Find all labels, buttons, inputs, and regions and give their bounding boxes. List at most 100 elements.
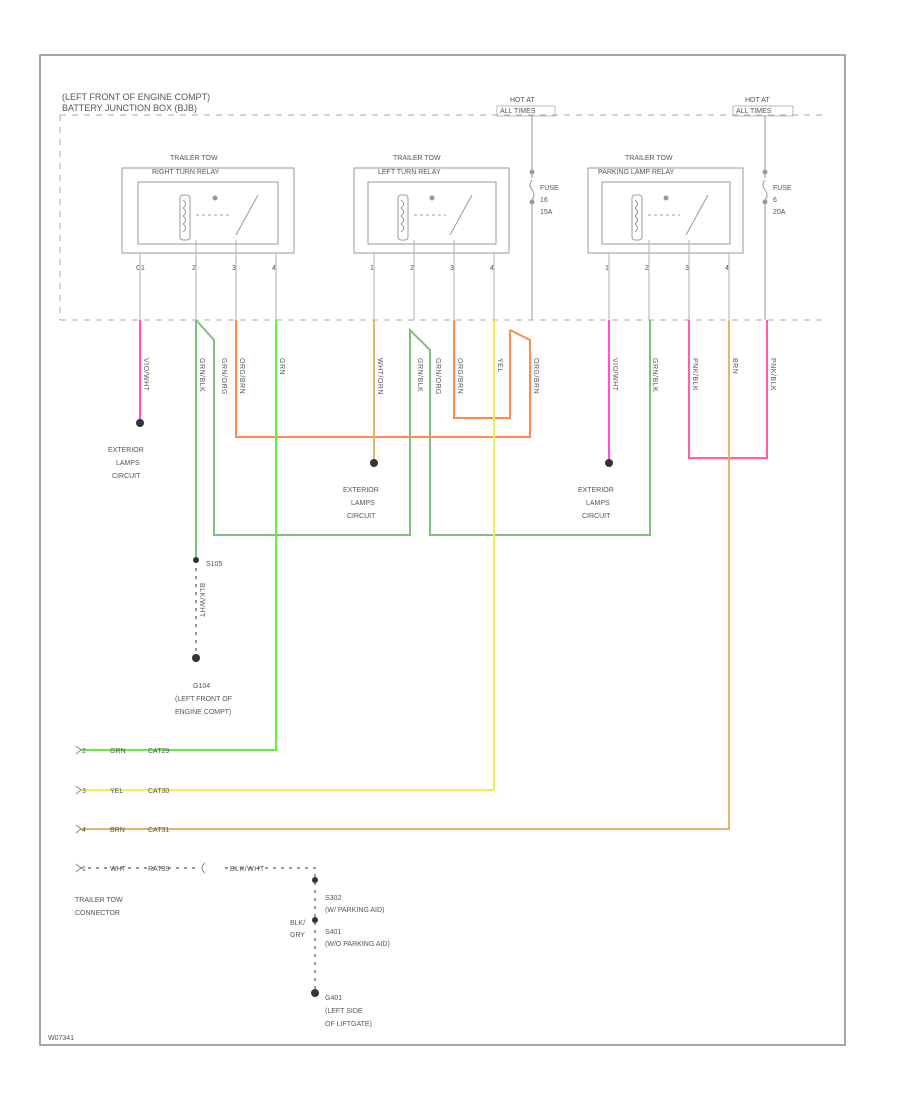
footer-code: W07341 — [48, 1035, 74, 1042]
fuse-6-line1: FUSE — [773, 185, 792, 192]
g401-line1: G401 — [325, 995, 342, 1002]
relay-parking-line1: TRAILER TOW — [625, 155, 673, 162]
connector-row-3: 4 BRN CAT31 — [82, 827, 169, 834]
s401-desc: (W/O PARKING AID) — [325, 941, 390, 948]
pin-l1: 1 — [370, 265, 374, 272]
pin-p3: 3 — [685, 265, 689, 272]
junction-box-location: (LEFT FRONT OF ENGINE COMPT) — [62, 92, 210, 102]
wire-green-right-turn — [195, 319, 651, 536]
wire-label-12: VIO/WHT — [611, 358, 618, 392]
junction-box-name: BATTERY JUNCTION BOX (BJB) — [62, 103, 197, 113]
wire-orange — [235, 320, 531, 438]
diagram-frame — [39, 54, 846, 1046]
connector-row-4-circuit: RAT39 — [148, 866, 169, 873]
wire-label-14: PNK/BLK — [691, 358, 698, 391]
connector-row-4-color: WHT — [110, 866, 127, 873]
wire-label-white: BLK/WHT — [230, 866, 265, 873]
relay-parking-lamp — [587, 167, 744, 254]
hot-right-line2: ALL TIMES — [736, 108, 772, 115]
connector-row-3-color: BRN — [110, 827, 125, 834]
ground-g401: G401 (LEFT SIDE OF LIFTGATE) — [325, 995, 372, 1028]
battery-junction-box — [59, 114, 825, 321]
wire-white — [80, 867, 316, 990]
connector-row-1-color: GRN — [110, 748, 126, 755]
fuse-6 — [762, 115, 768, 320]
colored-wires — [80, 319, 768, 990]
wire-label-2: GRN/BLK — [198, 358, 205, 392]
hot-left-line1: HOT AT — [510, 97, 535, 104]
wire-label-10: YEL — [496, 358, 503, 373]
relay-parking-line2: PARKING LAMP RELAY — [598, 169, 675, 176]
trailer-tow-connector: TRAILER TOW CONNECTOR — [75, 897, 123, 917]
pin-p4: 4 — [725, 265, 729, 272]
relay-pins: C1 2 3 4 1 2 3 4 1 2 3 4 — [136, 265, 729, 272]
ext-lamps-a: EXTERIOR LAMPS CIRCUIT — [108, 447, 144, 480]
g401-line3: OF LIFTGATE) — [325, 1021, 372, 1028]
wire-bright-green — [80, 320, 277, 751]
ext-lamps-c: EXTERIOR LAMPS CIRCUIT — [578, 487, 614, 520]
s302-label: S302 — [325, 895, 341, 902]
connector-row-1: 2 GRN CAT29 — [82, 748, 169, 755]
connector-row-3-pin: 4 — [82, 827, 86, 834]
blk-gry-line2: GRY — [290, 932, 305, 939]
wire-yellow — [80, 320, 495, 791]
relay-right-turn-line2: RIGHT TURN RELAY — [152, 169, 220, 176]
pin-p2: 2 — [645, 265, 649, 272]
ext-lamps-a-line3: CIRCUIT — [112, 473, 141, 480]
connector-row-2-pin: 3 — [82, 788, 86, 795]
wire-color-labels: VIO/WHT GRN/BLK GRN/ORG ORG/BRN GRN WHT/… — [142, 358, 776, 618]
wire-label-17: BLK/WHT — [198, 583, 205, 618]
ext-lamps-b-line2: LAMPS — [351, 500, 375, 507]
blk-gry-line1: BLK/ — [290, 920, 305, 927]
connector-row-2-color: YEL — [110, 788, 123, 795]
connector-row-4-pin: 1 — [82, 866, 86, 873]
hot-left-box — [496, 105, 556, 117]
wire-label-13: GRN/BLK — [651, 358, 658, 392]
hot-left-line2: ALL TIMES — [500, 108, 536, 115]
relay-right-turn — [121, 167, 295, 254]
fuse-16-line2: 16 — [540, 197, 548, 204]
relay-left-turn-line1: TRAILER TOW — [393, 155, 441, 162]
hot-at-all-times-right: HOT AT ALL TIMES — [732, 97, 794, 117]
hot-right-box — [732, 105, 794, 117]
fuse-16 — [529, 115, 535, 320]
fuse-6-line3: 20A — [773, 209, 786, 216]
connector-row-1-pin: 2 — [82, 748, 86, 755]
ext-lamps-c-line3: CIRCUIT — [582, 513, 611, 520]
ext-lamps-b: EXTERIOR LAMPS CIRCUIT — [343, 487, 379, 520]
relay-right-turn-line1: TRAILER TOW — [170, 155, 218, 162]
pin-r3: 3 — [232, 265, 236, 272]
hot-right-line1: HOT AT — [745, 97, 770, 104]
connector-row-4: 1 WHT RAT39 BLK/WHT — [82, 866, 265, 873]
wire-label-15: BRN — [731, 358, 738, 374]
ext-lamps-c-line2: LAMPS — [586, 500, 610, 507]
wire-label-6: WHT/ORN — [376, 358, 383, 395]
wire-label-5: GRN — [278, 358, 285, 375]
ext-lamps-a-line1: EXTERIOR — [108, 447, 144, 454]
splice-s105: S105 — [206, 561, 222, 568]
hot-at-all-times-left: HOT AT ALL TIMES — [496, 97, 556, 117]
ground-g104: G104 (LEFT FRONT OF ENGINE COMPT) — [175, 683, 232, 716]
connector-row-2: 3 YEL CAT30 — [82, 788, 169, 795]
s401-label: S401 — [325, 929, 341, 936]
ext-lamps-b-line3: CIRCUIT — [347, 513, 376, 520]
ext-lamps-b-line1: EXTERIOR — [343, 487, 379, 494]
pin-r2: 2 — [192, 265, 196, 272]
connector-pin-symbols — [75, 745, 206, 874]
wire-label-7: GRN/BLK — [416, 358, 423, 392]
pin-r4: 4 — [272, 265, 276, 272]
wire-tan — [80, 320, 730, 830]
pin-p1: 1 — [605, 265, 609, 272]
relay-left-turn-line2: LEFT TURN RELAY — [378, 169, 441, 176]
connector-row-3-circuit: CAT31 — [148, 827, 169, 834]
ext-lamps-a-line2: LAMPS — [116, 460, 140, 467]
terminal-dots — [136, 419, 613, 997]
g104-line2: (LEFT FRONT OF — [175, 696, 232, 703]
wire-label-3: GRN/ORG — [220, 358, 227, 395]
gray-leads — [139, 240, 730, 320]
relay-internals — [179, 194, 709, 241]
ext-lamps-c-line1: EXTERIOR — [578, 487, 614, 494]
trailer-connector-line2: CONNECTOR — [75, 910, 120, 917]
wire-label-8: GRN/ORG — [434, 358, 441, 395]
connector-row-1-circuit: CAT29 — [148, 748, 169, 755]
